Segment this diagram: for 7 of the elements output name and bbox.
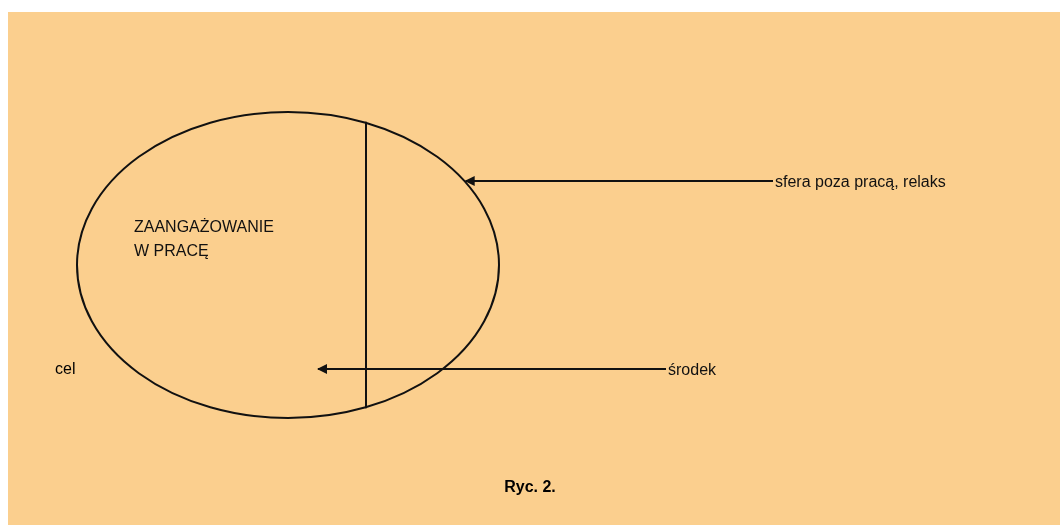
arrow [464, 176, 774, 186]
text-label: sfera poza pracą, relaks [775, 172, 946, 192]
node-label: ZAANGAŻOWANIE W PRACĘ [134, 217, 274, 261]
text-label: środek [668, 360, 717, 380]
text-label: cel [55, 359, 76, 379]
figure-caption: Ryc. 2. [503, 478, 557, 496]
arrow [317, 364, 667, 374]
